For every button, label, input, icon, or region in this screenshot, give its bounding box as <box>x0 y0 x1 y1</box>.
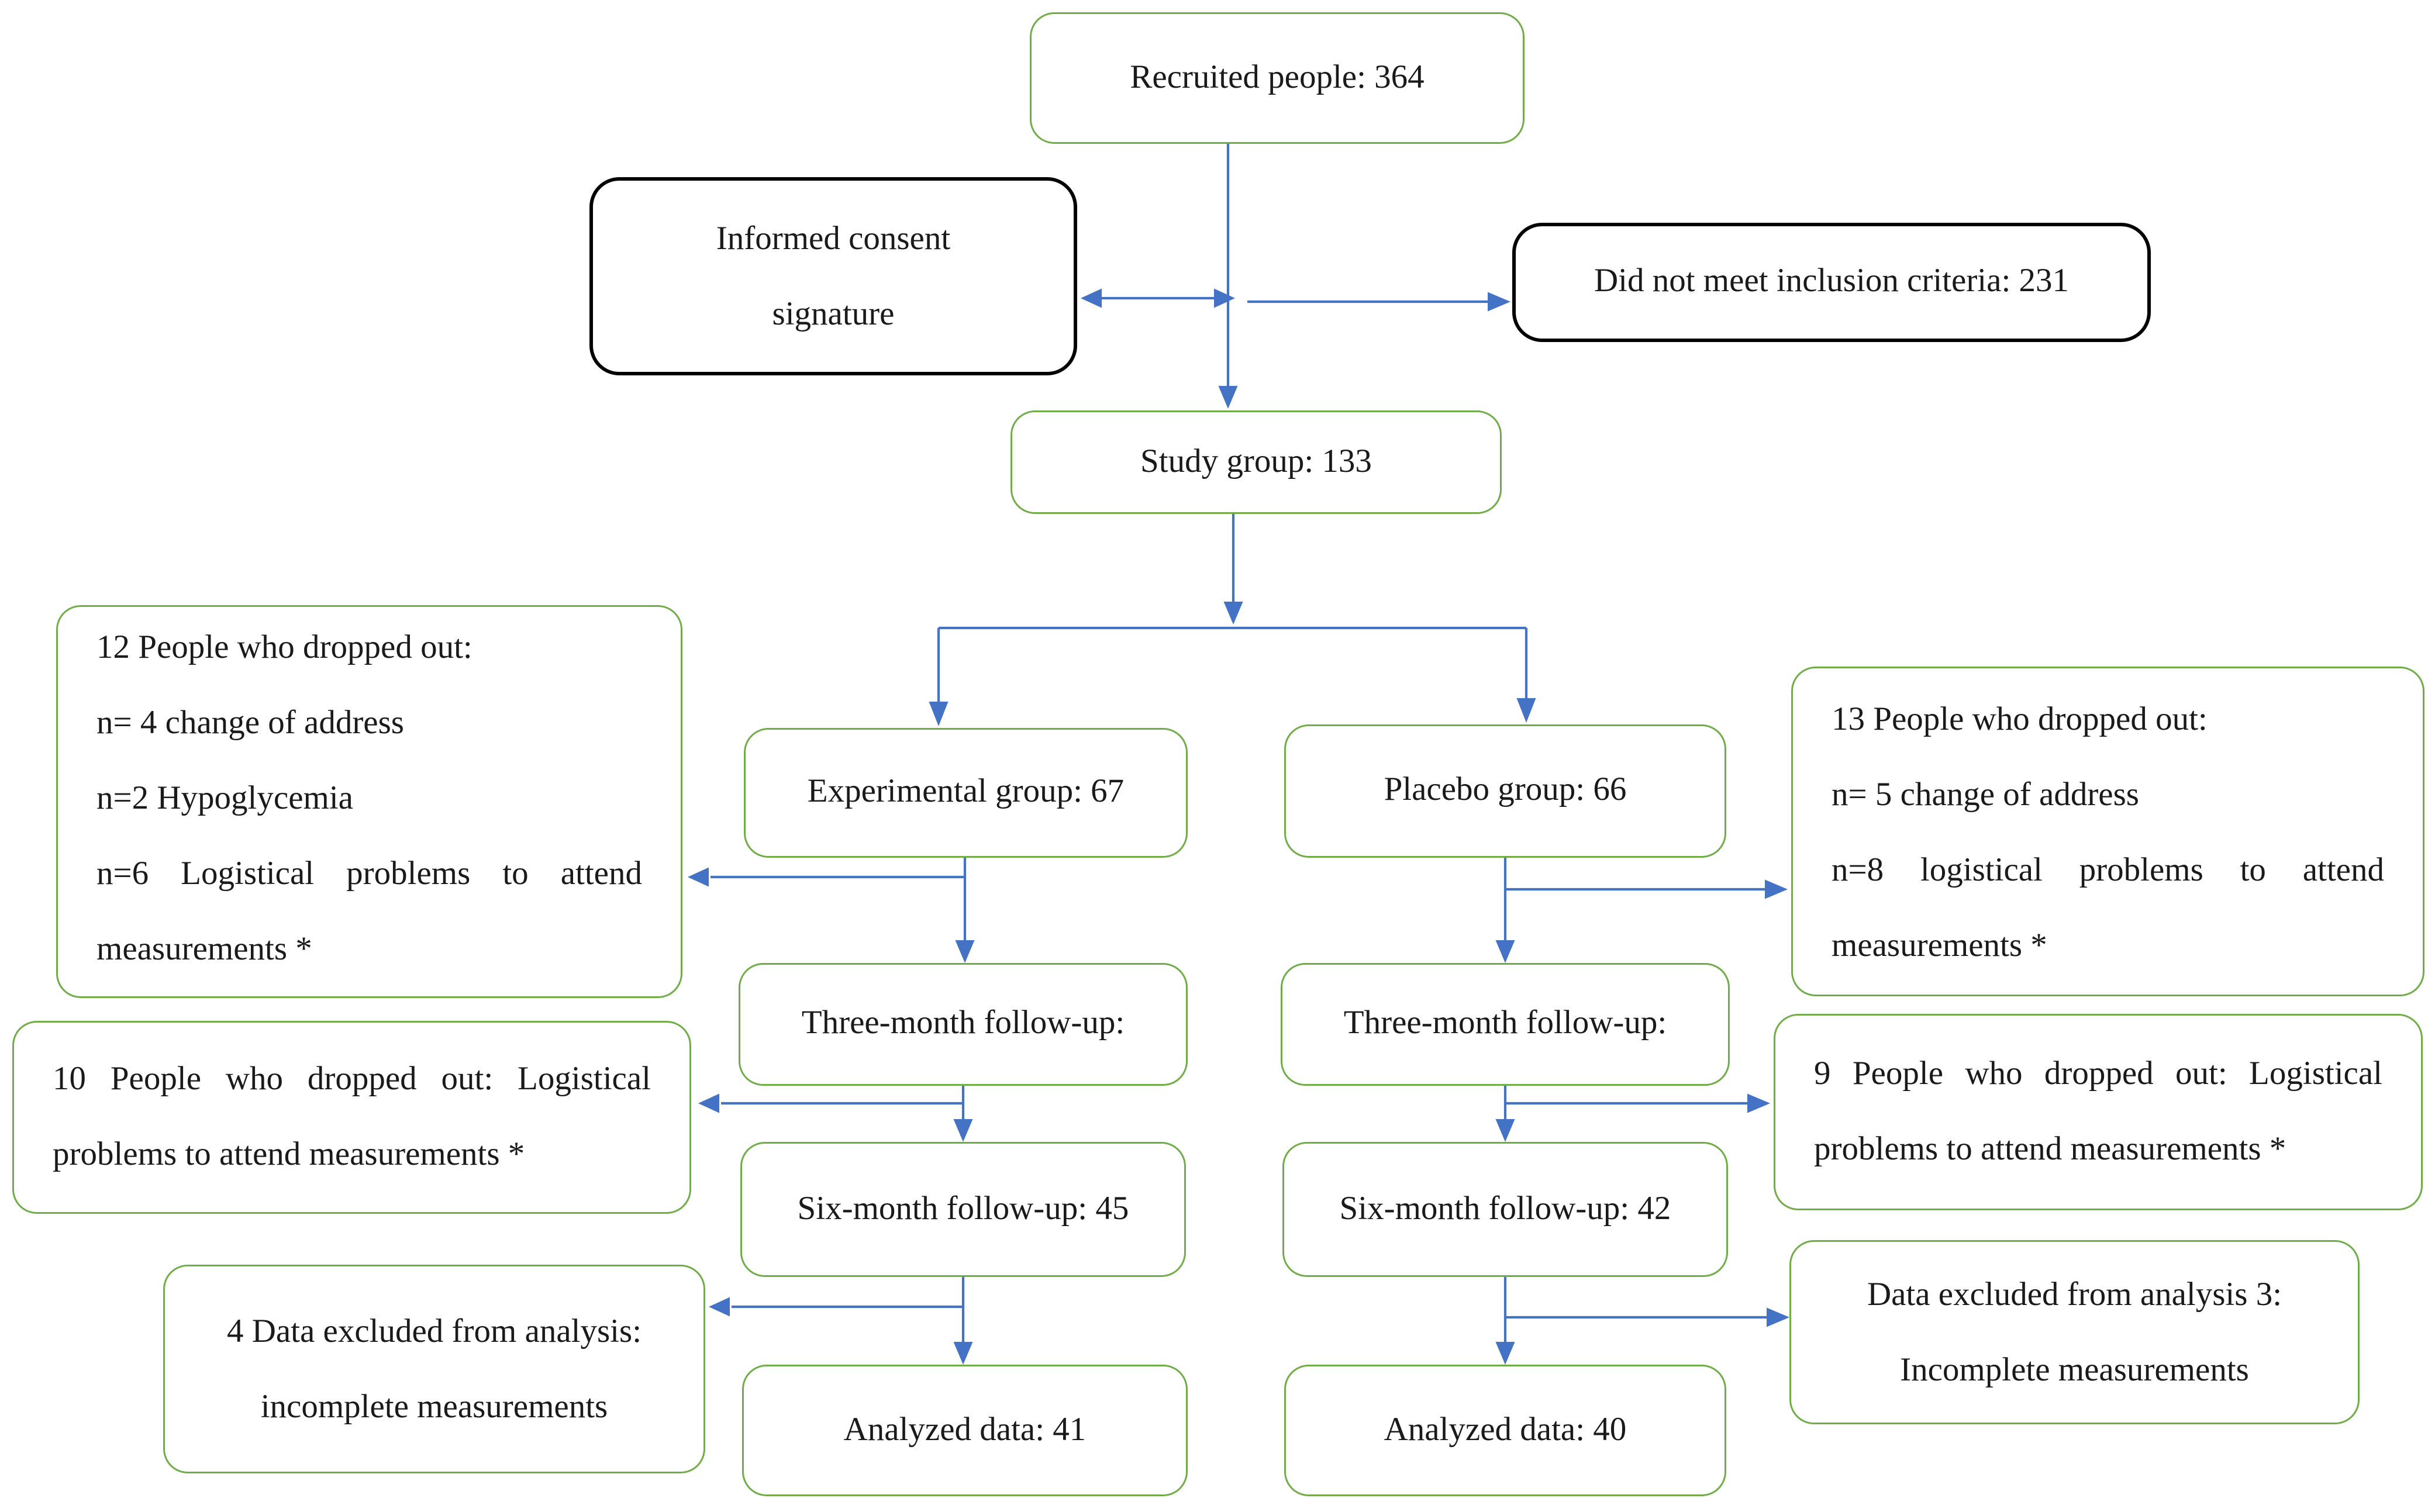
box-placebo-group: Placebo group: 66 <box>1284 724 1726 858</box>
box-data-excluded-right: Data excluded from analysis 3: Incomplet… <box>1789 1240 2360 1424</box>
arrow-three-month-right-dropout <box>1505 1093 1770 1113</box>
informed-consent-line: signature <box>772 295 895 333</box>
dropout-12-line: n=6 Logistical problems to attend measur… <box>96 856 642 968</box>
box-did-not-meet-criteria: Did not meet inclusion criteria: 231 <box>1512 223 2151 342</box>
box-placebo-group-label: Placebo group: 66 <box>1384 772 1627 809</box>
data-excluded-left-line: incomplete measurements <box>260 1388 608 1425</box>
box-recruited: Recruited people: 364 <box>1030 12 1525 144</box>
dropout-9-text: 9 People who dropped out: Logistical pro… <box>1814 1056 2382 1168</box>
box-informed-consent: Informed consent signature <box>589 177 1077 375</box>
arrow-experimental-down <box>955 858 975 963</box>
arrow-branch-to-groups <box>929 626 1536 726</box>
arrow-recruited-to-study <box>1218 144 1238 409</box>
arrow-six-month-left-down <box>953 1277 973 1365</box>
arrow-three-month-left-down <box>953 1086 973 1142</box>
box-study-group: Study group: 133 <box>1010 410 1502 514</box>
box-analyzed-data-right-label: Analyzed data: 40 <box>1384 1411 1627 1448</box>
dropout-13-line: n= 5 change of address <box>1832 777 2139 814</box>
arrow-placebo-down <box>1495 858 1515 963</box>
box-three-month-followup-right-label: Three-month follow-up: <box>1343 1005 1667 1042</box>
box-six-month-followup-left: Six-month follow-up: 45 <box>740 1142 1186 1277</box>
dropout-13-line: 13 People who dropped out: <box>1832 702 2208 738</box>
informed-consent-line: Informed consent <box>716 220 951 257</box>
box-study-group-label: Study group: 133 <box>1140 443 1372 480</box>
dropout-12-line: n=2 Hypoglycemia <box>96 781 353 817</box>
box-six-month-followup-right: Six-month follow-up: 42 <box>1282 1142 1728 1277</box>
box-three-month-followup-left: Three-month follow-up: <box>739 963 1188 1086</box>
dropout-12-line: 12 People who dropped out: <box>96 630 473 667</box>
arrow-six-month-right-down <box>1495 1277 1515 1365</box>
arrow-to-not-meet-criteria <box>1247 292 1510 312</box>
arrow-experimental-dropout-left <box>688 867 965 887</box>
box-dropout-12: 12 People who dropped out: n= 4 change o… <box>56 605 682 998</box>
dropout-10-text: 10 People who dropped out: Logistical pr… <box>53 1061 651 1173</box>
box-did-not-meet-criteria-label: Did not meet inclusion criteria: 231 <box>1594 263 2070 301</box>
arrow-study-down <box>1223 514 1243 624</box>
box-six-month-followup-right-label: Six-month follow-up: 42 <box>1339 1190 1671 1227</box>
arrow-six-month-left-excluded <box>709 1297 963 1317</box>
arrow-six-month-right-excluded <box>1505 1307 1789 1327</box>
box-experimental-group: Experimental group: 67 <box>744 728 1188 858</box>
box-dropout-13: 13 People who dropped out: n= 5 change o… <box>1791 667 2424 996</box>
box-six-month-followup-left-label: Six-month follow-up: 45 <box>797 1190 1129 1227</box>
arrow-three-month-left-dropout <box>698 1093 963 1113</box>
dropout-13-line: n=8 logistical problems to attend measur… <box>1832 852 2384 965</box>
box-data-excluded-left: 4 Data excluded from analysis: incomplet… <box>163 1265 705 1473</box>
arrow-informed-consent-double <box>1081 288 1235 308</box>
box-three-month-followup-left-label: Three-month follow-up: <box>801 1005 1125 1042</box>
box-dropout-10: 10 People who dropped out: Logistical pr… <box>12 1021 691 1214</box>
box-analyzed-data-right: Analyzed data: 40 <box>1284 1365 1726 1496</box>
dropout-12-line: n= 4 change of address <box>96 705 404 742</box>
data-excluded-right-line: Incomplete measurements <box>1900 1351 2249 1389</box>
data-excluded-left-line: 4 Data excluded from analysis: <box>226 1313 642 1350</box>
arrow-three-month-right-down <box>1495 1086 1515 1142</box>
box-dropout-9: 9 People who dropped out: Logistical pro… <box>1774 1014 2423 1210</box>
box-three-month-followup-right: Three-month follow-up: <box>1281 963 1730 1086</box>
arrow-placebo-dropout-right <box>1505 879 1788 899</box>
box-recruited-label: Recruited people: 364 <box>1130 58 1425 96</box>
box-analyzed-data-left: Analyzed data: 41 <box>742 1365 1188 1496</box>
data-excluded-right-line: Data excluded from analysis 3: <box>1867 1276 2282 1313</box>
box-experimental-group-label: Experimental group: 67 <box>807 774 1125 811</box>
box-analyzed-data-left-label: Analyzed data: 41 <box>843 1411 1087 1448</box>
